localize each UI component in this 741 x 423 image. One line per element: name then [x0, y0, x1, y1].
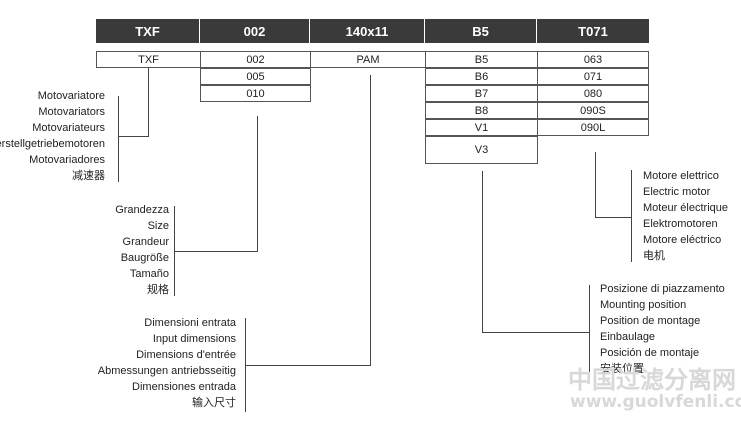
- connector-pos-v: [482, 171, 483, 332]
- label-motovariator-es: Motovariadores: [29, 154, 105, 166]
- cell-motor-080: 080: [537, 85, 649, 102]
- cell-motor-071: 071: [537, 68, 649, 85]
- cell-pos-b6: B6: [425, 68, 538, 85]
- cell-input-pam: PAM: [310, 51, 426, 68]
- header-position: B5: [425, 19, 537, 43]
- label-motovariator-de: Verstellgetriebemotoren: [0, 138, 105, 150]
- label-mounting-zh: 安装位置: [600, 363, 644, 375]
- cell-pos-v1: V1: [425, 119, 538, 136]
- connector-input-bracket: [245, 318, 246, 412]
- connector-txf-h: [118, 136, 149, 137]
- connector-size-h: [174, 251, 258, 252]
- label-motovariator-zh: 减速器: [72, 170, 105, 182]
- header-size: 002: [200, 19, 310, 43]
- label-mounting: Posizione di piazzamento Mounting positi…: [600, 281, 725, 377]
- connector-motor-bracket: [631, 170, 632, 262]
- header-motor: T071: [537, 19, 649, 43]
- label-input-dim: Dimensioni entrata Input dimensions Dime…: [98, 315, 236, 411]
- connector-input-h: [245, 365, 371, 366]
- label-input-dim-fr: Dimensions d'entrée: [136, 349, 236, 361]
- cell-txf: TXF: [96, 51, 201, 68]
- cell-pos-b7: B7: [425, 85, 538, 102]
- cell-size-002: 002: [200, 51, 311, 68]
- connector-input-v: [370, 75, 371, 365]
- label-size-en: Size: [147, 220, 169, 232]
- cell-pos-v3: V3: [425, 136, 538, 164]
- label-input-dim-zh: 输入尺寸: [192, 397, 236, 409]
- connector-pos-bracket: [589, 285, 590, 377]
- label-size-fr: Grandeur: [122, 236, 169, 248]
- watermark-url: www.guolvfenli.com: [570, 392, 741, 412]
- watermark-title: 中国过滤分离网: [568, 366, 736, 394]
- cell-pos-b5: B5: [425, 51, 538, 68]
- label-size-de: Baugröße: [120, 252, 169, 264]
- label-mounting-de: Einbaulage: [600, 331, 656, 343]
- label-motor-fr: Moteur électrique: [643, 202, 728, 214]
- cell-size-010: 010: [200, 85, 311, 102]
- label-motor-en: Electric motor: [643, 186, 711, 198]
- connector-motor-v: [595, 152, 596, 217]
- label-input-dim-en: Input dimensions: [152, 333, 236, 345]
- cell-pos-b8: B8: [425, 102, 538, 119]
- label-motovariator-it: Motovariatore: [37, 90, 105, 102]
- cell-size-005: 005: [200, 68, 311, 85]
- cell-motor-063: 063: [537, 51, 649, 68]
- connector-txf-v: [148, 68, 149, 136]
- label-size: Grandezza Size Grandeur Baugröße Tamaño …: [115, 202, 169, 298]
- label-motor-zh: 电机: [643, 250, 665, 262]
- label-mounting-es: Posición de montaje: [600, 347, 700, 359]
- cell-motor-090s: 090S: [537, 102, 649, 119]
- label-motor-it: Motore elettrico: [643, 170, 719, 182]
- cell-motor-090l: 090L: [537, 119, 649, 136]
- header-input: 140x11: [310, 19, 425, 43]
- label-motor-es: Motore eléctrico: [643, 234, 722, 246]
- label-size-es: Tamaño: [129, 268, 169, 280]
- label-input-dim-es: Dimensiones entrada: [132, 381, 236, 393]
- connector-size-v: [257, 116, 258, 251]
- label-input-dim-de: Abmessungen antriebsseitig: [97, 365, 236, 377]
- label-motovariator: Motovariatore Motovariators Motovariateu…: [0, 88, 105, 184]
- connector-txf-bracket: [118, 96, 119, 182]
- label-motor-de: Elektromotoren: [643, 218, 718, 230]
- label-motovariator-en: Motovariators: [38, 106, 105, 118]
- label-motovariator-fr: Motovariateurs: [32, 122, 105, 134]
- label-mounting-it: Posizione di piazzamento: [600, 283, 725, 295]
- label-mounting-fr: Position de montage: [600, 315, 701, 327]
- connector-pos-h: [482, 332, 589, 333]
- label-size-zh: 规格: [147, 284, 169, 296]
- label-size-it: Grandezza: [115, 204, 169, 216]
- header-txf: TXF: [96, 19, 200, 43]
- label-mounting-en: Mounting position: [600, 299, 687, 311]
- connector-motor-h: [595, 217, 631, 218]
- connector-size-bracket: [174, 206, 175, 296]
- label-input-dim-it: Dimensioni entrata: [144, 317, 236, 329]
- label-motor: Motore elettrico Electric motor Moteur é…: [643, 168, 728, 264]
